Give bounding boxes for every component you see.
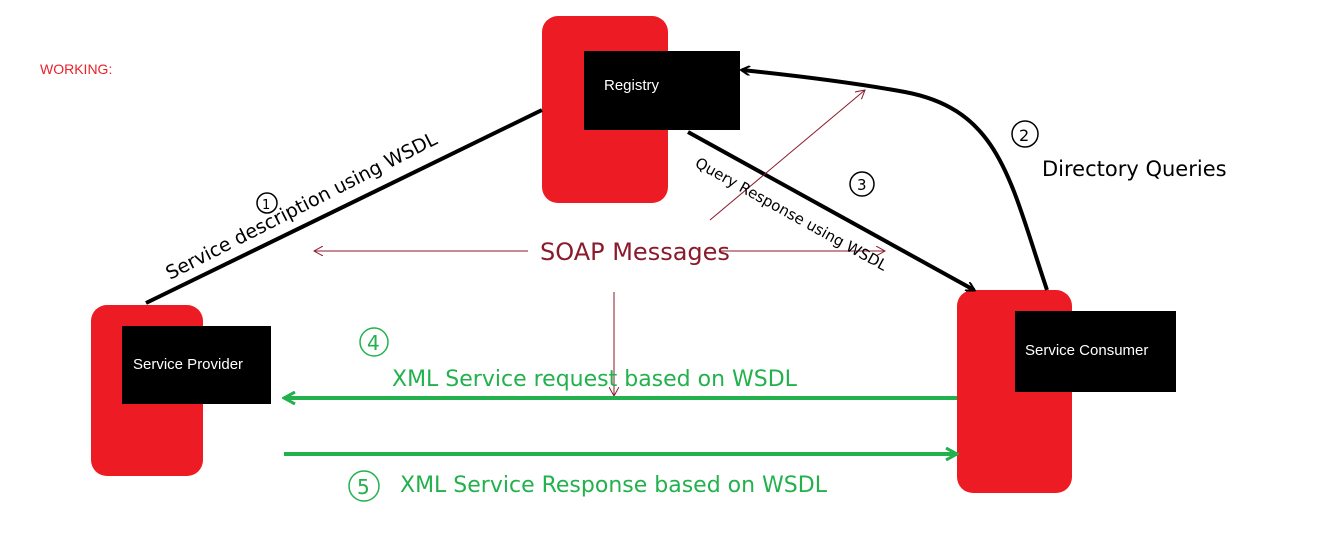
provider-to-registry-line	[145, 108, 543, 305]
provider-label-box	[122, 326, 271, 404]
step4-text: XML Service request based on WSDL	[392, 367, 798, 392]
step5-text: XML Service Response based on WSDL	[400, 473, 828, 498]
step3-circle	[849, 171, 875, 197]
registry-label-box	[584, 51, 740, 130]
page-title: WORKING:	[40, 61, 113, 77]
directory-queries-arrow	[742, 70, 1049, 291]
step2-text: Directory Queries	[1042, 157, 1227, 181]
step1-number: 1	[262, 198, 270, 213]
soap-up-arrow	[709, 90, 865, 221]
consumer-label-box	[1015, 311, 1176, 392]
step1-text: Service description using WSDL	[162, 128, 441, 285]
step2-number: 2	[1019, 126, 1029, 145]
step2-circle	[1011, 120, 1039, 148]
soap-label: SOAP Messages	[540, 238, 730, 266]
consumer-label: Service Consumer	[1025, 342, 1148, 359]
step4-circle	[359, 327, 389, 357]
step5-number: 5	[357, 475, 370, 499]
registry-node: Registry	[542, 16, 740, 203]
step5-circle	[348, 470, 380, 502]
step1-circle	[256, 192, 278, 214]
step3-number: 3	[857, 176, 867, 194]
step4-number: 4	[367, 331, 380, 355]
provider-label: Service Provider	[133, 356, 243, 373]
query-response-arrow	[687, 130, 974, 292]
provider-node: Service Provider	[91, 305, 271, 476]
consumer-node: Service Consumer	[957, 290, 1176, 493]
registry-label: Registry	[604, 77, 660, 94]
